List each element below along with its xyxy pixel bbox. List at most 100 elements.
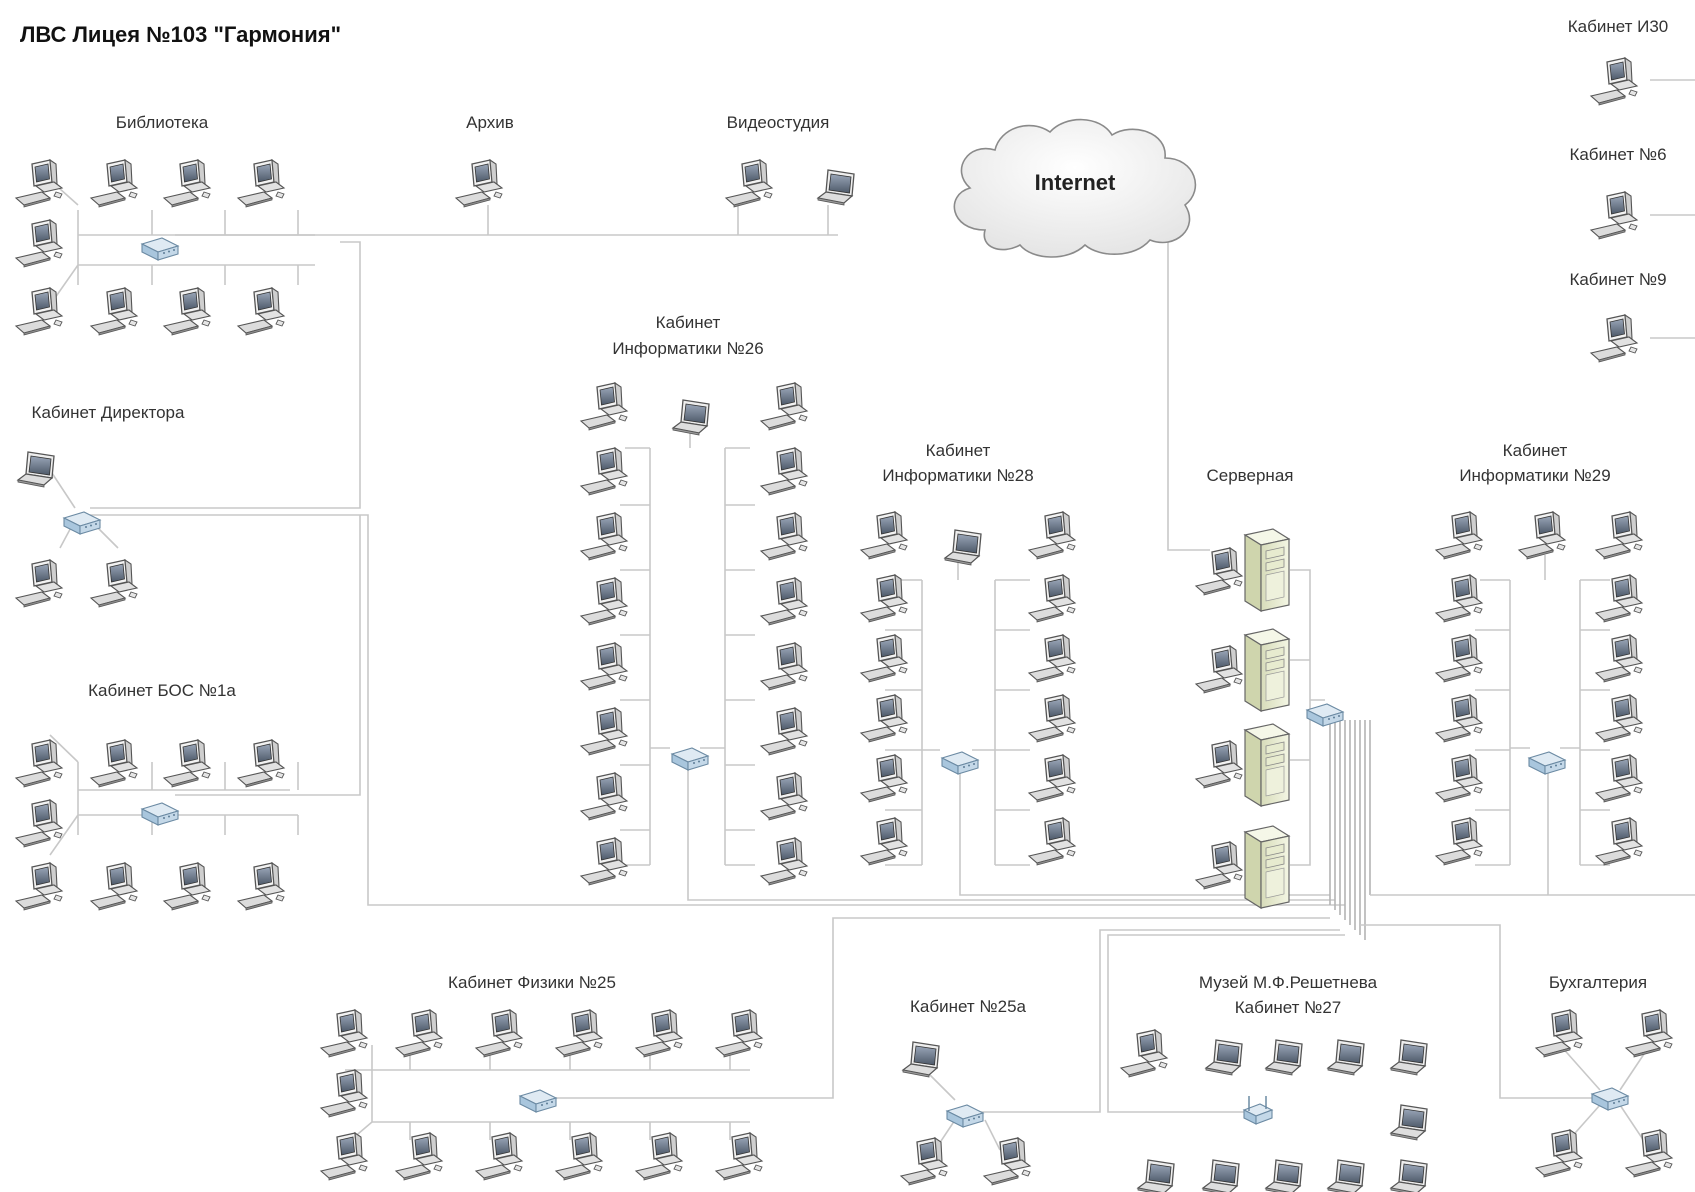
desktop-pc-icon <box>635 1009 683 1058</box>
desktop-pc-icon <box>1625 1129 1673 1178</box>
switch-icon <box>1591 1087 1629 1111</box>
desktop-pc-icon <box>580 772 628 821</box>
label-cab25a: Кабинет №25а <box>910 997 1027 1016</box>
desktop-pc-icon <box>760 512 808 561</box>
desktop-pc-icon <box>1435 511 1483 560</box>
desktop-pc-icon <box>1028 634 1076 683</box>
label-inf26-line1: Кабинет <box>656 313 721 332</box>
desktop-pc-icon <box>1595 817 1643 866</box>
desktop-pc-icon <box>715 1009 763 1058</box>
desktop-pc-icon <box>760 837 808 886</box>
desktop-pc-icon <box>237 159 285 208</box>
label-library: Библиотека <box>116 113 209 132</box>
device-layer <box>15 57 1673 1192</box>
desktop-pc-icon <box>580 512 628 561</box>
server-icon <box>1244 825 1290 909</box>
desktop-pc-icon <box>320 1009 368 1058</box>
desktop-pc-icon <box>860 634 908 683</box>
label-server-room: Серверная <box>1207 466 1294 485</box>
desktop-pc-icon <box>760 382 808 431</box>
laptop-icon <box>17 451 55 488</box>
desktop-pc-icon <box>237 862 285 911</box>
desktop-pc-icon <box>1595 511 1643 560</box>
desktop-pc-icon <box>1518 511 1566 560</box>
laptop-icon <box>817 169 855 206</box>
desktop-pc-icon <box>1120 1029 1168 1078</box>
laptop-icon <box>1390 1039 1428 1076</box>
desktop-pc-icon <box>1028 694 1076 743</box>
desktop-pc-icon <box>580 642 628 691</box>
label-accounting: Бухгалтерия <box>1549 973 1647 992</box>
label-inf29-line2: Информатики №29 <box>1459 466 1610 485</box>
desktop-pc-icon <box>900 1137 948 1186</box>
desktop-pc-icon <box>860 511 908 560</box>
laptop-icon <box>1137 1159 1175 1192</box>
laptop-icon <box>902 1041 940 1078</box>
desktop-pc-icon <box>395 1009 443 1058</box>
switch-icon <box>1528 751 1566 775</box>
desktop-pc-icon <box>90 862 138 911</box>
desktop-pc-icon <box>90 159 138 208</box>
desktop-pc-icon <box>163 739 211 788</box>
laptop-icon <box>1390 1104 1428 1141</box>
desktop-pc-icon <box>1435 634 1483 683</box>
desktop-pc-icon <box>760 447 808 496</box>
desktop-pc-icon <box>555 1009 603 1058</box>
server-icon <box>1244 723 1290 807</box>
desktop-pc-icon <box>1595 754 1643 803</box>
switch-icon <box>141 802 179 826</box>
cloud-icon <box>953 118 1197 258</box>
diagram-title: ЛВС Лицея №103 "Гармония" <box>20 22 341 47</box>
switch-icon <box>519 1089 557 1113</box>
desktop-pc-icon <box>237 739 285 788</box>
desktop-pc-icon <box>760 772 808 821</box>
laptop-icon <box>1265 1039 1303 1076</box>
label-inf29-line1: Кабинет <box>1503 441 1568 460</box>
desktop-pc-icon <box>725 159 773 208</box>
desktop-pc-icon <box>760 642 808 691</box>
desktop-pc-icon <box>455 159 503 208</box>
desktop-pc-icon <box>1195 841 1243 890</box>
desktop-pc-icon <box>580 382 628 431</box>
desktop-pc-icon <box>15 219 63 268</box>
laptop-icon <box>1265 1159 1303 1192</box>
label-video-studio: Видеостудия <box>727 113 830 132</box>
desktop-pc-icon <box>860 694 908 743</box>
desktop-pc-icon <box>90 559 138 608</box>
desktop-pc-icon <box>580 577 628 626</box>
desktop-pc-icon <box>635 1132 683 1181</box>
label-inf28-line2: Информатики №28 <box>882 466 1033 485</box>
desktop-pc-icon <box>15 287 63 336</box>
desktop-pc-icon <box>860 574 908 623</box>
label-bos: Кабинет БОС №1а <box>88 681 236 700</box>
desktop-pc-icon <box>15 799 63 848</box>
laptop-icon <box>1390 1159 1428 1192</box>
desktop-pc-icon <box>1195 645 1243 694</box>
desktop-pc-icon <box>90 287 138 336</box>
laptop-icon <box>944 529 982 566</box>
desktop-pc-icon <box>1195 547 1243 596</box>
desktop-pc-icon <box>320 1132 368 1181</box>
desktop-pc-icon <box>1535 1129 1583 1178</box>
label-inf26-line2: Информатики №26 <box>612 339 763 358</box>
desktop-pc-icon <box>760 577 808 626</box>
desktop-pc-icon <box>395 1132 443 1181</box>
desktop-pc-icon <box>1590 314 1638 363</box>
desktop-pc-icon <box>1435 694 1483 743</box>
desktop-pc-icon <box>475 1009 523 1058</box>
laptop-icon <box>1205 1039 1243 1076</box>
desktop-pc-icon <box>15 559 63 608</box>
desktop-pc-icon <box>1028 817 1076 866</box>
server-icon <box>1244 628 1290 712</box>
desktop-pc-icon <box>1590 57 1638 106</box>
label-cab6: Кабинет №6 <box>1569 145 1666 164</box>
desktop-pc-icon <box>1435 817 1483 866</box>
wireless-router-icon <box>1243 1095 1273 1125</box>
laptop-icon <box>1202 1159 1240 1192</box>
laptop-icon <box>1327 1039 1365 1076</box>
desktop-pc-icon <box>860 754 908 803</box>
label-internet: Internet <box>1035 170 1116 195</box>
label-director: Кабинет Директора <box>32 403 185 422</box>
desktop-pc-icon <box>1195 740 1243 789</box>
